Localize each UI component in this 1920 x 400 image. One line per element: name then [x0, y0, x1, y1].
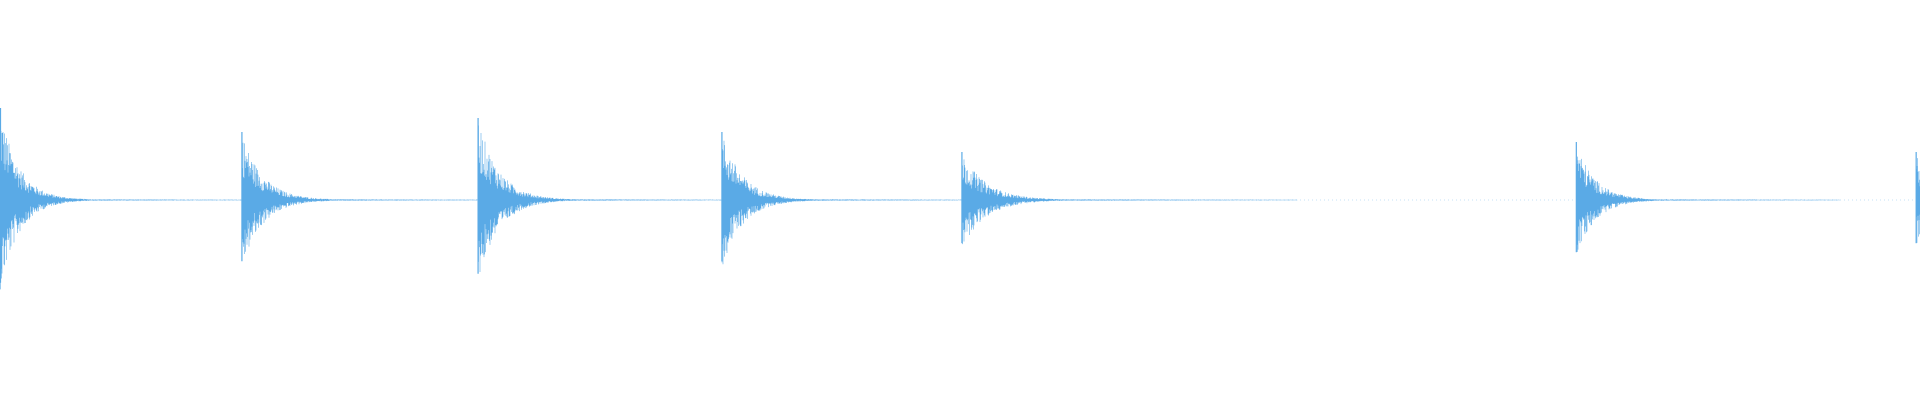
waveform-body	[0, 125, 1920, 290]
